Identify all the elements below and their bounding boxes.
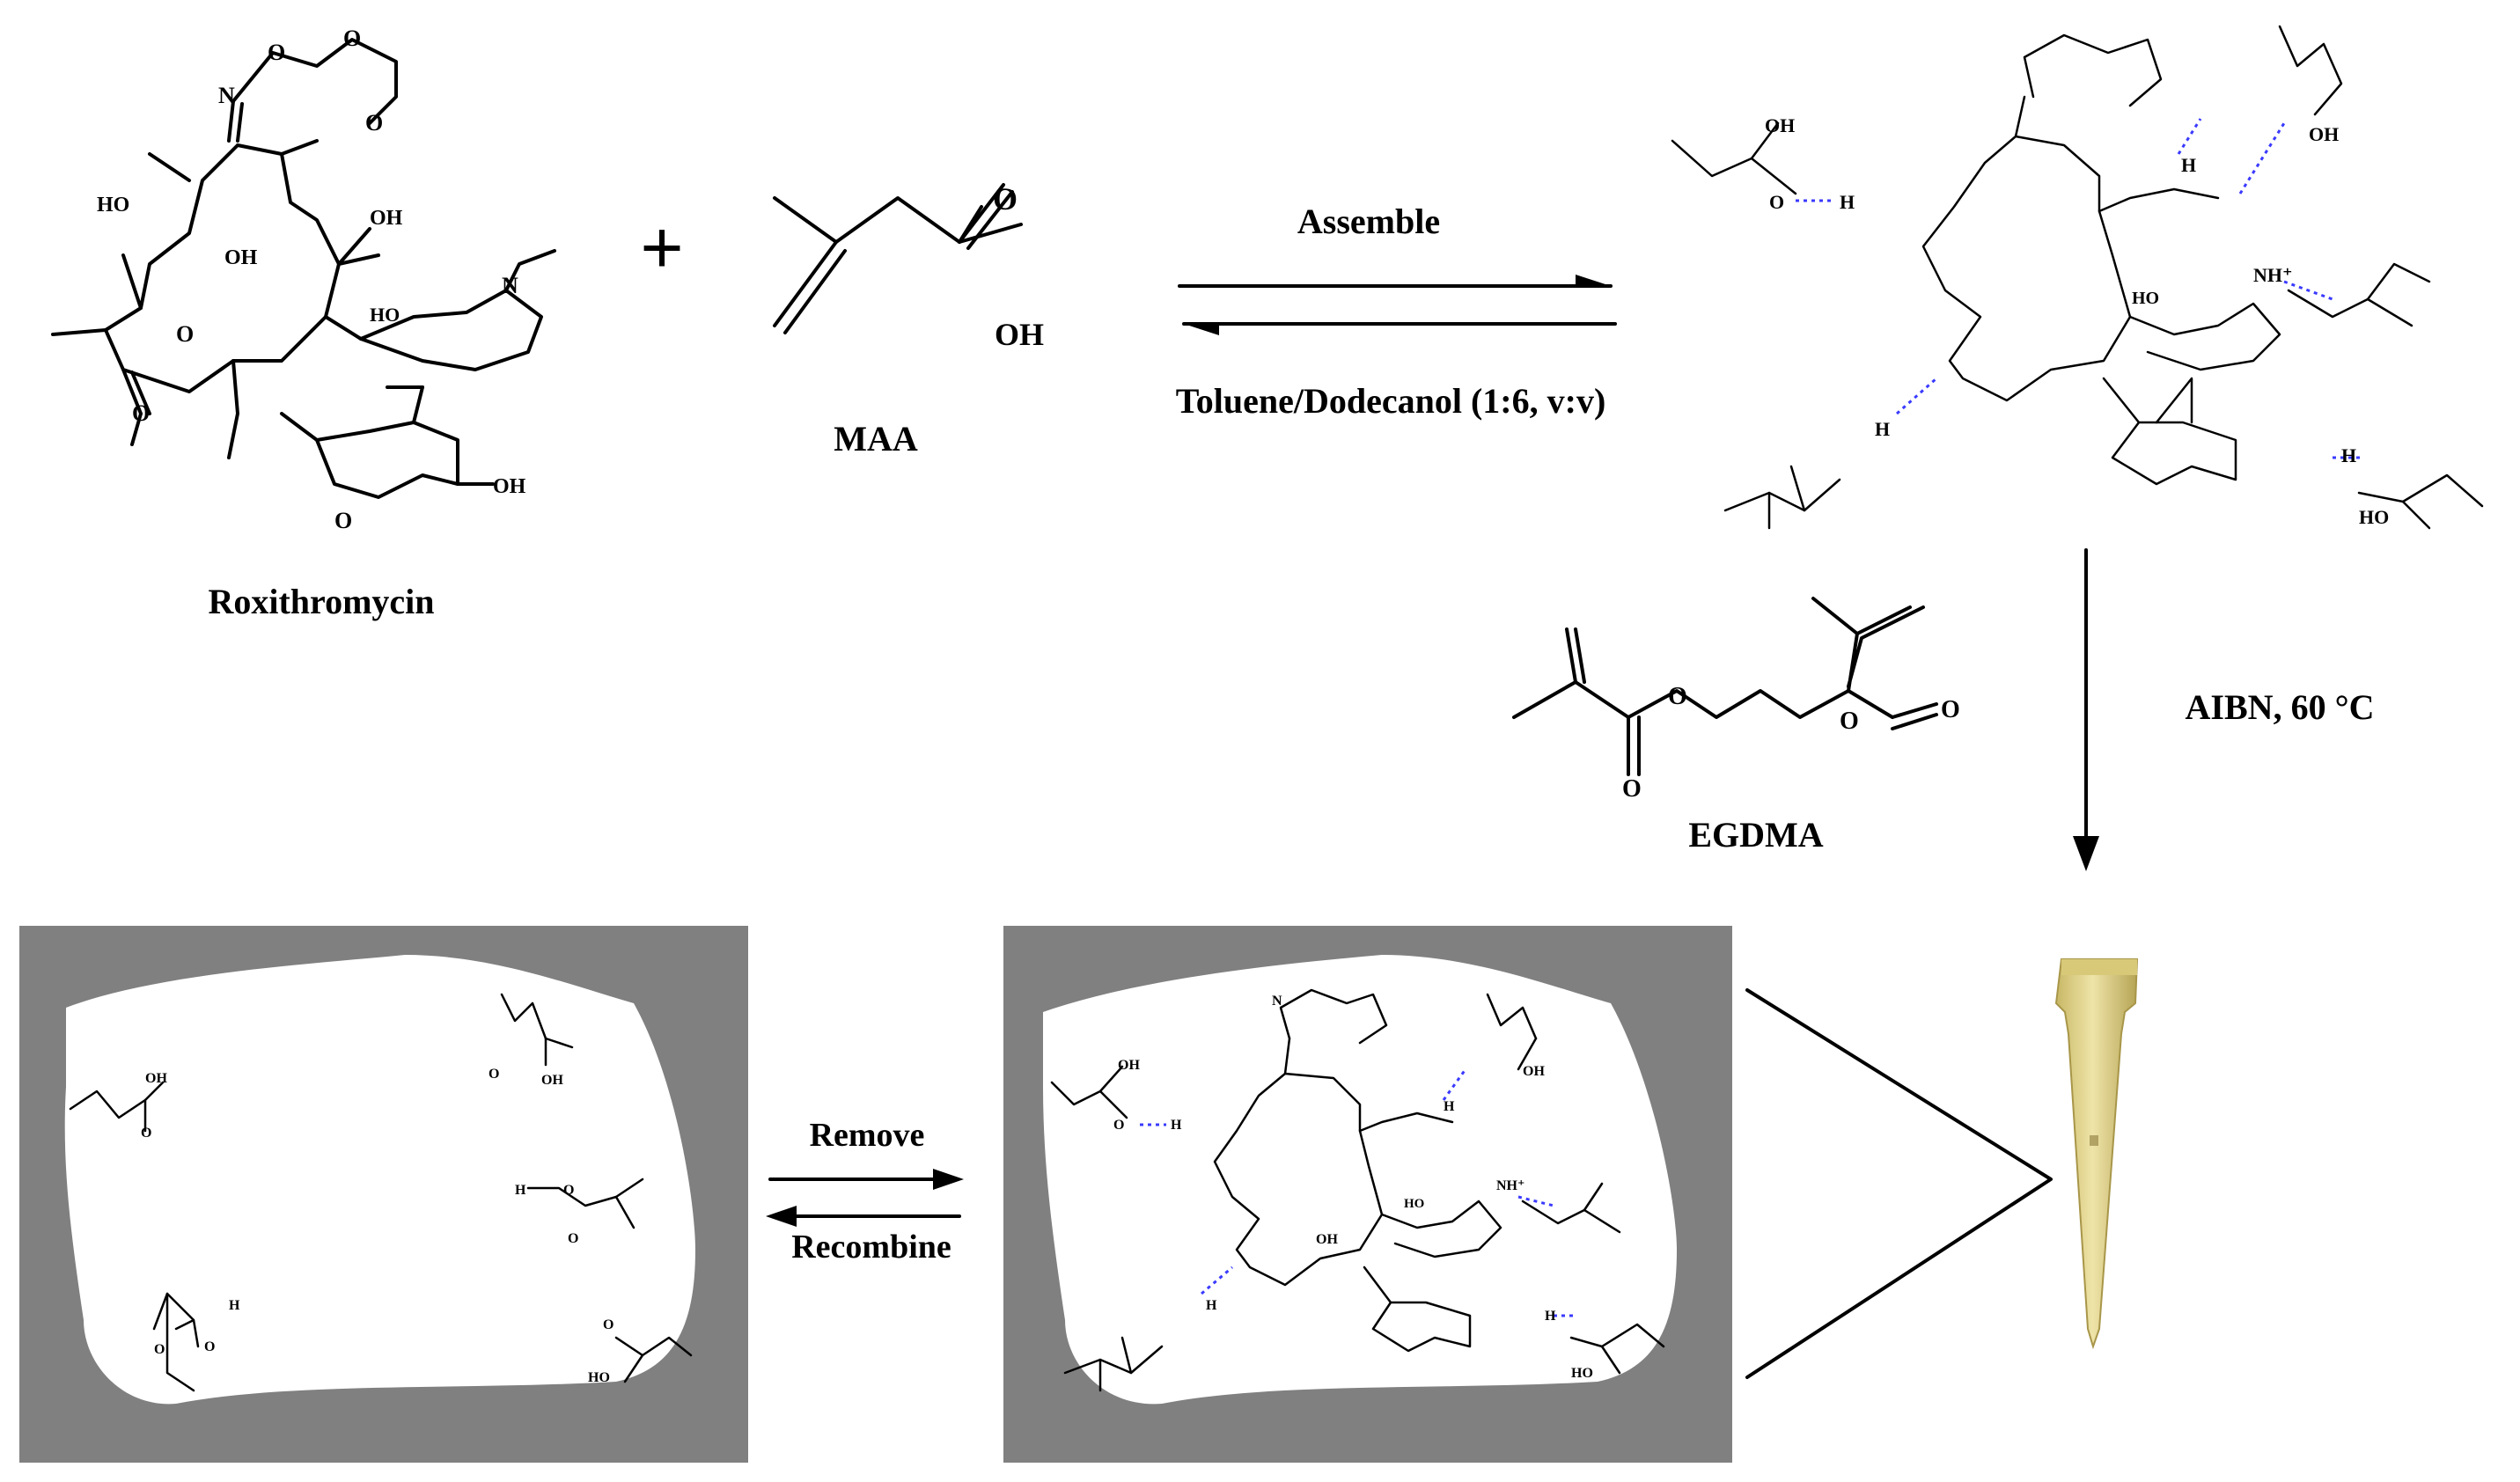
atom-label: OH — [995, 317, 1044, 352]
atom-label: O — [132, 400, 150, 426]
atom-label: OH — [1765, 114, 1795, 136]
atom-label: OH — [1118, 1058, 1140, 1073]
atom-label: H — [2181, 154, 2196, 176]
atom-label: O — [268, 40, 285, 65]
atom-label: OH — [1523, 1064, 1545, 1079]
hbond-line — [2177, 118, 2202, 155]
atom-label: OH — [2309, 123, 2339, 145]
preassembly-complex: OH O H OH H NH⁺ HO H H HO — [1671, 25, 2484, 530]
atom-label: HO — [370, 304, 400, 326]
atom-label: NH⁺ — [1496, 1178, 1524, 1193]
atom-label: O — [1668, 683, 1687, 710]
atom-label: HO — [588, 1370, 610, 1385]
solvent-label: Toluene/Dodecanol (1:6, v:v) — [1175, 381, 1606, 421]
polymerization-arrow — [2073, 548, 2099, 871]
atom-label: H — [515, 1183, 526, 1198]
atom-label: H — [1840, 191, 1855, 213]
atom-label: OH — [493, 475, 526, 498]
assemble-label: Assemble — [1297, 202, 1441, 241]
atom-label: O — [603, 1317, 613, 1332]
hbond-line — [2238, 122, 2286, 194]
atom-label: HO — [2359, 506, 2389, 528]
initiator-label: AIBN, 60 °C — [2185, 687, 2375, 727]
atom-label: H — [229, 1298, 240, 1313]
atom-label: HO — [2132, 289, 2159, 308]
atom-label: O — [1941, 696, 1960, 723]
egdma-structure: O O O O — [1512, 597, 1960, 803]
atom-label: N — [502, 273, 518, 298]
hbond-line — [1442, 1068, 1467, 1101]
atom-label: HO — [97, 194, 129, 216]
atom-label: O — [343, 26, 361, 51]
atom-label: O — [365, 110, 383, 136]
atom-label: HO — [1571, 1366, 1593, 1381]
hbond-line — [1896, 377, 1937, 415]
atom-label: O — [993, 181, 1018, 216]
assemble-equilibrium-arrows — [1178, 275, 1617, 335]
atom-label: O — [1840, 708, 1859, 735]
atom-label: OH — [145, 1071, 167, 1086]
atom-label: H — [1545, 1309, 1556, 1324]
atom-label: O — [1769, 191, 1784, 213]
atom-label: H — [1444, 1099, 1455, 1114]
maa-label: MAA — [834, 419, 918, 459]
imprinted-cavity-empty: OH O O OH H O O H O O O HO — [19, 926, 748, 1463]
atom-label: N — [1272, 994, 1282, 1009]
atom-label: H — [2341, 444, 2356, 466]
remove-label: Remove — [809, 1117, 925, 1154]
atom-label: NH⁺ — [2253, 264, 2293, 286]
atom-label: O — [1113, 1118, 1124, 1133]
atom-label: H — [1171, 1118, 1182, 1133]
atom-label: O — [204, 1339, 215, 1354]
maa-structure: O OH — [773, 181, 1044, 352]
atom-label: O — [154, 1342, 165, 1357]
atom-label: O — [141, 1126, 151, 1141]
atom-label: H — [1875, 418, 1890, 440]
atom-label: O — [334, 508, 352, 533]
plus-sign: + — [640, 206, 683, 289]
pipette-tip-image — [2054, 958, 2139, 1350]
atom-label: O — [568, 1231, 578, 1246]
atom-label: HO — [1404, 1197, 1424, 1211]
hbond-line — [2283, 280, 2333, 301]
atom-label: OH — [541, 1073, 563, 1088]
roxithromycin-label: Roxithromycin — [208, 582, 435, 621]
atom-label: N — [218, 83, 235, 108]
atom-label: H — [1206, 1298, 1217, 1313]
atom-label: OH — [370, 207, 403, 230]
imprinted-cavity-with-template: OH O H N OH H NH⁺ HO OH H H HO — [1003, 926, 1732, 1463]
recombine-label: Recombine — [791, 1229, 951, 1266]
hbond-line — [1201, 1266, 1233, 1295]
remove-recombine-arrows — [766, 1169, 964, 1227]
atom-label: O — [563, 1183, 574, 1198]
egdma-label: EGDMA — [1688, 815, 1824, 855]
atom-label: O — [176, 321, 194, 347]
hbond-line — [1517, 1195, 1554, 1207]
zoom-connector-lines — [1745, 988, 2053, 1379]
atom-label: OH — [1316, 1232, 1338, 1247]
atom-label: O — [1622, 775, 1642, 803]
roxithromycin-structure: N O O O HO OH OH N HO O O OH O — [51, 26, 556, 533]
atom-label: O — [489, 1067, 499, 1082]
atom-label: OH — [224, 246, 258, 269]
